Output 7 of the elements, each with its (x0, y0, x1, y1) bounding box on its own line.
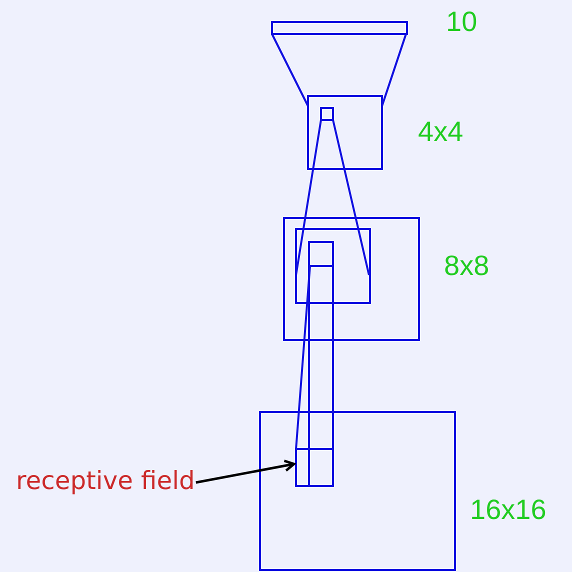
leader-arrow (196, 460, 296, 484)
layer-size-label: 16x16 (470, 496, 546, 524)
layer-size-label: 8x8 (444, 252, 490, 280)
receptive-field-label: receptive field (16, 468, 195, 493)
layer-size-label: 4x4 (418, 118, 464, 146)
receptive-field-region (295, 448, 334, 487)
layer-size-label: 10 (446, 8, 478, 36)
